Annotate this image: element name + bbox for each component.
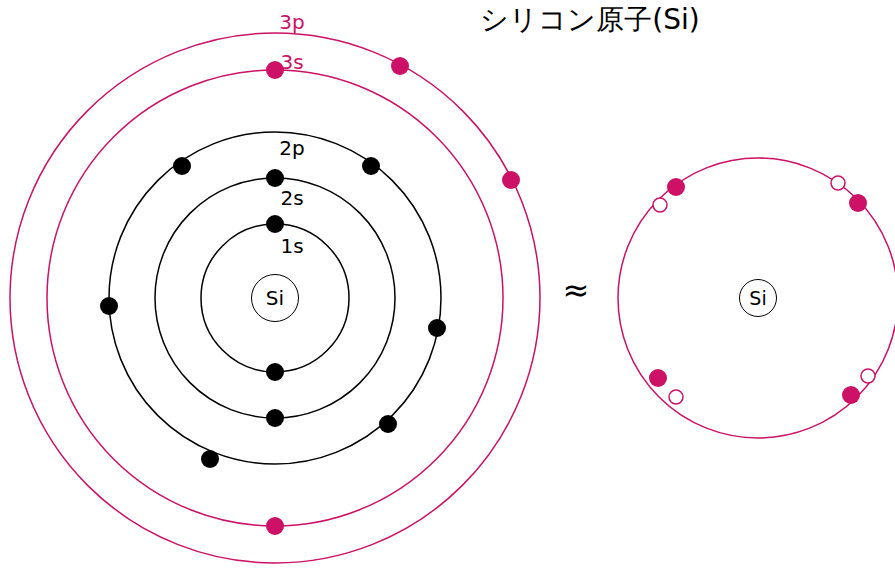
orbital-label: 3p xyxy=(279,12,304,32)
bond-electrons xyxy=(649,176,875,404)
orbit-1s xyxy=(201,224,349,372)
element-symbol: Si xyxy=(749,289,766,308)
orbit-3p xyxy=(10,33,540,563)
orbital-label: 3s xyxy=(280,52,303,72)
diagram-title: シリコン原子(Si) xyxy=(480,6,699,34)
inner-electrons xyxy=(100,157,446,468)
nucleus-circle: Si xyxy=(251,274,299,322)
valence-shell xyxy=(618,158,895,438)
orbital-label: 2s xyxy=(280,188,303,208)
nucleus-circle: Si xyxy=(739,279,777,317)
orbital-label: 2p xyxy=(279,138,304,158)
valence-electrons xyxy=(266,57,520,535)
orbit-2s xyxy=(155,178,395,418)
orbit-2p xyxy=(109,132,441,464)
element-symbol: Si xyxy=(266,288,284,308)
orbital-label: 1s xyxy=(280,236,303,256)
orbit-3s xyxy=(47,70,503,526)
approx-symbol: ≈ xyxy=(563,274,590,306)
